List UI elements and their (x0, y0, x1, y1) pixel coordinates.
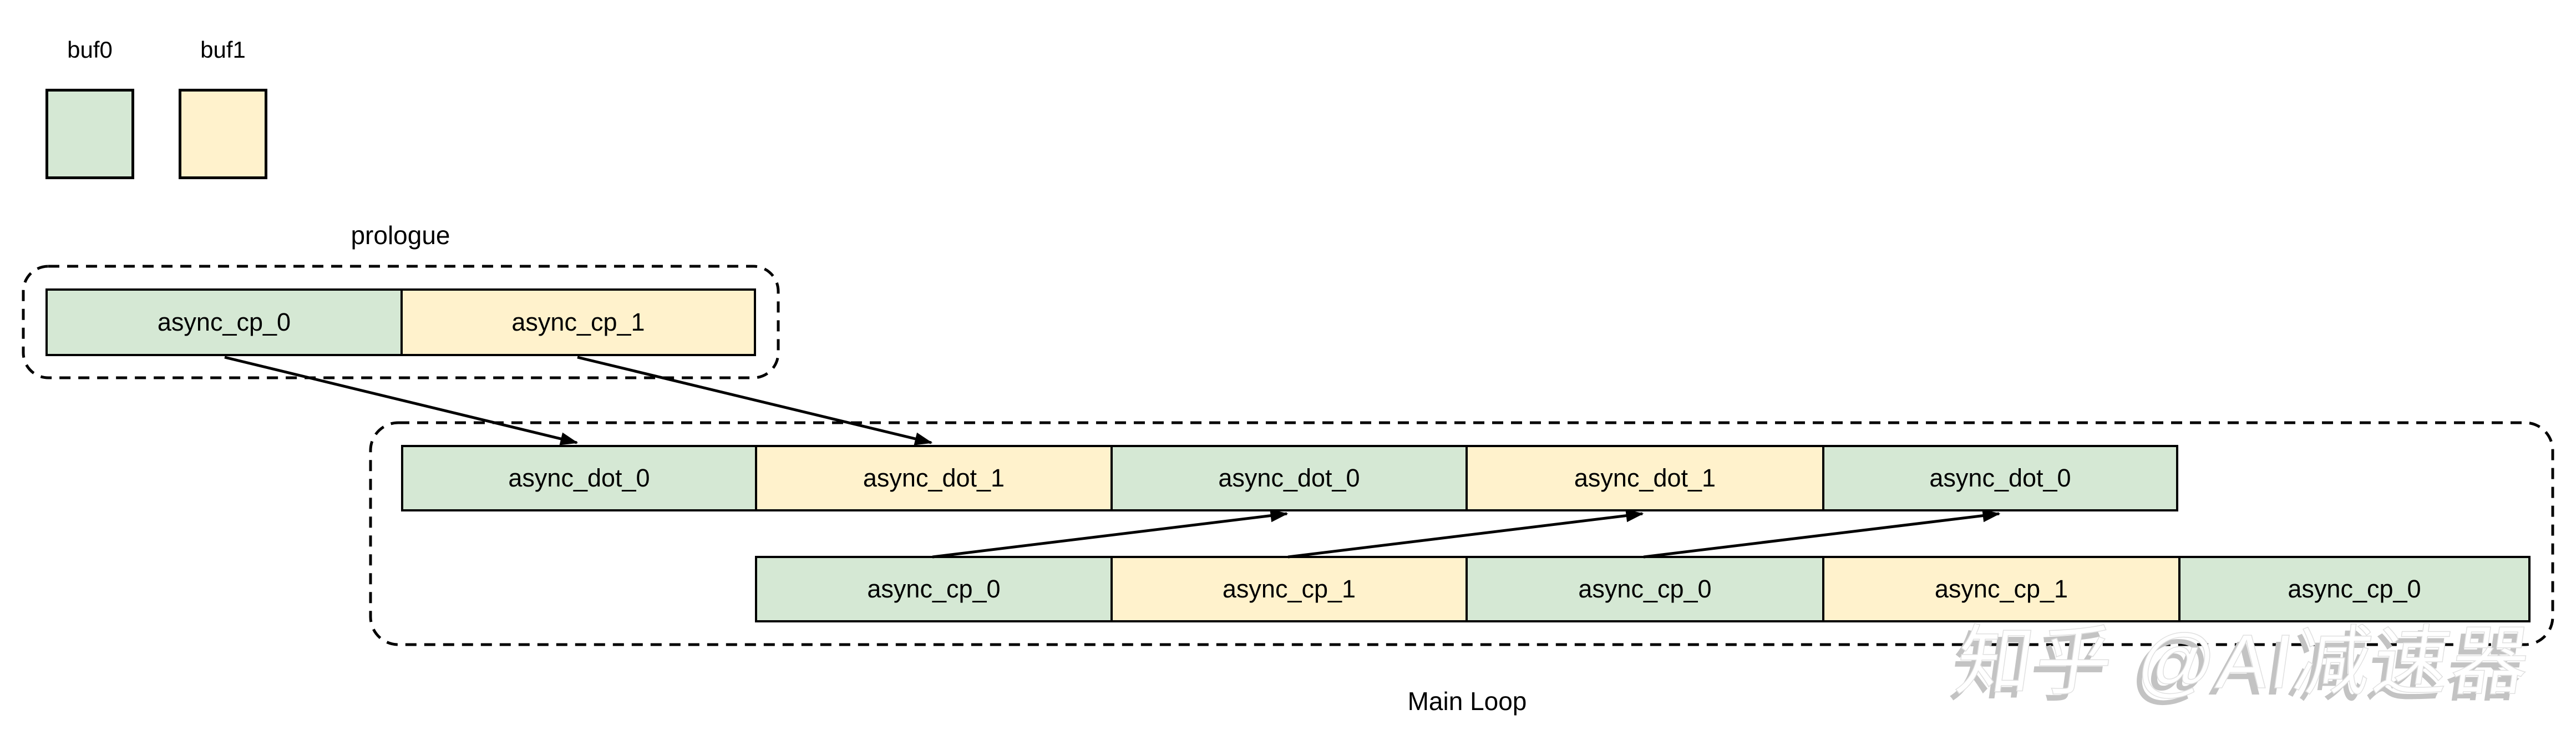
legend-swatch-buf1 (179, 89, 267, 179)
main-loop-cp-block-1: async_cp_1 (1110, 556, 1468, 622)
main-loop-cp-block-0: async_cp_0 (755, 556, 1113, 622)
main-loop-dot-block-2: async_dot_0 (1110, 445, 1468, 511)
main-loop-dot-block-1: async_dot_1 (755, 445, 1113, 511)
prologue-block-0: async_cp_0 (45, 288, 403, 356)
legend-label-buf0: buf0 (67, 37, 113, 63)
dependency-arrow-3 (1287, 509, 1644, 559)
main-loop-dot-block-4: async_dot_0 (1822, 445, 2178, 511)
main-loop-title: Main Loop (1407, 687, 1527, 716)
dependency-arrow-4 (1643, 509, 2001, 559)
main-loop-cp-block-3: async_cp_1 (1822, 556, 2181, 622)
legend-swatch-buf0 (45, 89, 134, 179)
dependency-arrow-0 (224, 356, 579, 445)
main-loop-dot-block-3: async_dot_1 (1466, 445, 1824, 511)
dependency-arrow-1 (577, 356, 933, 445)
main-loop-cp-block-4: async_cp_0 (2178, 556, 2531, 622)
main-loop-cp-block-2: async_cp_0 (1466, 556, 1824, 622)
dependency-arrow-2 (932, 509, 1289, 559)
main-loop-dot-block-0: async_dot_0 (401, 445, 757, 511)
prologue-block-1: async_cp_1 (400, 288, 756, 356)
legend-label-buf1: buf1 (200, 37, 246, 63)
prologue-title: prologue (351, 221, 450, 250)
